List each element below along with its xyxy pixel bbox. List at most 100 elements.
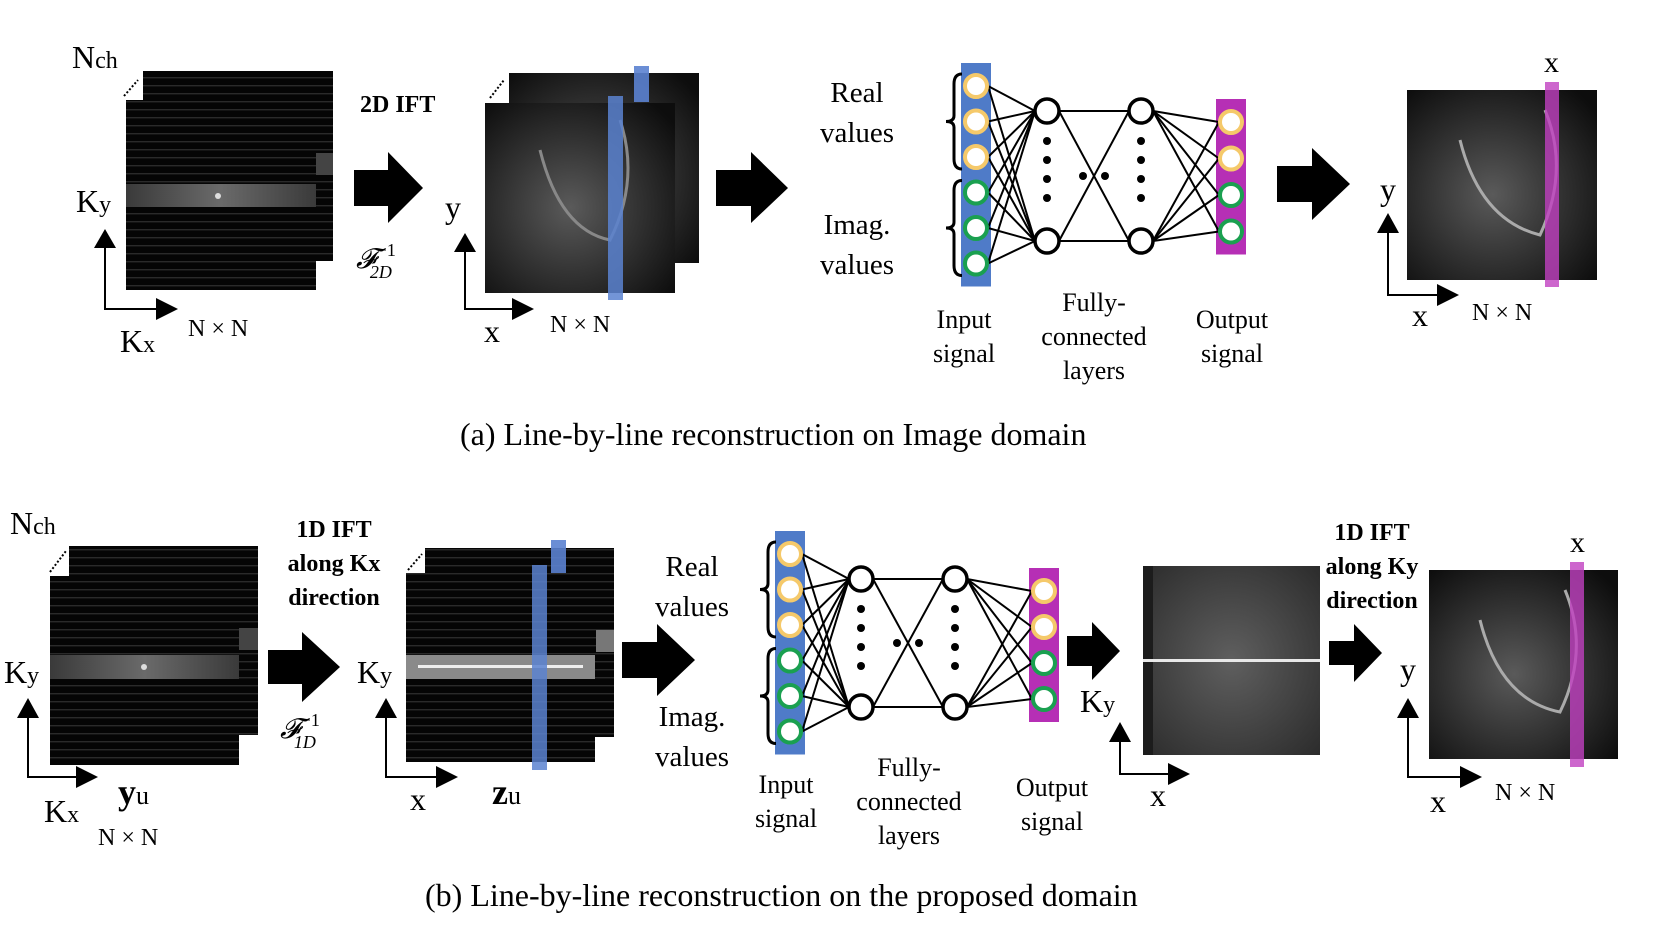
input-node-real — [777, 541, 803, 567]
stack-dots — [123, 79, 139, 97]
size-label: N × N — [1495, 780, 1555, 806]
real-label-2: values — [820, 117, 894, 149]
size-label: N × N — [98, 825, 158, 851]
output-node-real — [1031, 578, 1057, 604]
imag-label-2: values — [820, 249, 894, 281]
fc-label-2: connected — [856, 787, 961, 816]
stack-dots — [407, 553, 423, 571]
edge — [801, 578, 850, 591]
ift-label-3: direction — [288, 585, 380, 611]
ellipsis-dot — [1043, 137, 1051, 145]
arrow-up-icon — [17, 698, 39, 718]
panel-b: Nch Ky Kx yu N × N 1D IFT along Kx direc… — [4, 505, 1618, 851]
fc-label: Fully- — [1062, 288, 1126, 317]
kspace-back-band — [239, 628, 258, 650]
fc-label-3: layers — [878, 821, 940, 850]
brace-real — [759, 540, 777, 639]
arrow-up-icon — [375, 698, 397, 718]
edge — [801, 553, 850, 580]
edge — [966, 578, 1033, 628]
edge — [966, 698, 1033, 708]
ift-label-1: 1D IFT — [1334, 520, 1409, 546]
hidden-node — [1033, 97, 1061, 125]
y-axis-label: y — [445, 189, 461, 225]
edge — [801, 706, 850, 733]
hybrid-stack-b: Ky x zu — [357, 540, 614, 817]
size-label: N × N — [550, 312, 610, 338]
image-axes — [454, 233, 534, 320]
input-node-real — [777, 612, 803, 638]
kspace-axes — [17, 698, 98, 788]
arrow-right-icon — [156, 298, 178, 320]
ellipsis-dot — [1043, 194, 1051, 202]
edge — [1152, 194, 1220, 242]
input-node-imag — [777, 718, 803, 745]
x-axis-label: x — [484, 313, 500, 349]
hidden-node — [1127, 97, 1155, 125]
ift-label: 2D IFT — [360, 92, 435, 118]
input-label-2: signal — [933, 339, 995, 368]
edge — [966, 578, 1033, 700]
input-node-imag — [777, 647, 803, 674]
edge — [1152, 110, 1220, 196]
brace-imag — [759, 647, 777, 745]
edge — [1152, 157, 1220, 242]
output-label: Output — [1196, 305, 1269, 334]
line-highlight-back — [634, 66, 649, 102]
hidden-node — [1033, 227, 1061, 255]
hybrid-output-center-line — [1143, 659, 1320, 662]
arrow-right-icon — [622, 624, 695, 696]
kspace-axes — [94, 229, 178, 320]
kspace-center — [141, 664, 147, 670]
edge — [987, 85, 1036, 112]
ellipsis-dot — [857, 605, 865, 613]
arrow-right-icon — [512, 298, 534, 320]
input-node-real — [777, 576, 803, 603]
ellipsis-dot — [1137, 175, 1145, 183]
ift-label-2: along Kx — [288, 551, 381, 577]
kspace-center-band — [126, 184, 316, 207]
input-node-real — [963, 73, 989, 99]
value-labels-a: Real values Imag. values — [820, 77, 894, 281]
hidden-node — [941, 565, 969, 593]
input-node-imag — [963, 179, 989, 206]
edge — [801, 578, 850, 732]
ellipsis-dot — [951, 624, 959, 632]
edge — [801, 589, 850, 708]
hidden-node — [847, 693, 875, 721]
x-axis-label: x — [1150, 777, 1166, 813]
arrow-right-icon — [1067, 622, 1120, 680]
result-image-b: x y x N × N — [1397, 526, 1618, 819]
edge — [987, 156, 1036, 242]
hybrid-output-axes — [1109, 722, 1190, 785]
ellipsis-dot — [893, 639, 901, 647]
real-label: Real — [665, 551, 718, 583]
ky-label: Ky — [76, 183, 111, 219]
edge — [987, 121, 1036, 242]
transform-1d-ift-ky: 1D IFT along Ky direction — [1326, 520, 1418, 682]
ky-label: Ky — [357, 654, 392, 690]
nch-label: Nch — [10, 505, 56, 541]
output-node-real — [1218, 109, 1244, 135]
brace-real — [945, 72, 963, 171]
edge — [966, 590, 1033, 708]
ellipsis-dot — [857, 624, 865, 632]
hybrid-back-band — [596, 630, 614, 652]
neural-network-b — [759, 531, 1059, 755]
network-labels-b: Input signal Fully- connected layers Out… — [755, 753, 1089, 850]
hidden-node — [847, 565, 875, 593]
ky-label: Ky — [1080, 683, 1115, 719]
kspace-stack-a: Nch Ky Kx N × N — [72, 39, 333, 359]
ellipsis-dot — [951, 662, 959, 670]
ift-label-1: 1D IFT — [296, 517, 371, 543]
input-label-2: signal — [755, 804, 817, 833]
caption-b: (b) Line-by-line reconstruction on the p… — [425, 877, 1138, 913]
input-node-imag — [963, 215, 989, 241]
edge — [1058, 110, 1130, 242]
ellipsis-dot — [857, 643, 865, 651]
result-axes — [1377, 213, 1459, 306]
edge — [1152, 110, 1220, 232]
real-label-2: values — [655, 591, 729, 623]
